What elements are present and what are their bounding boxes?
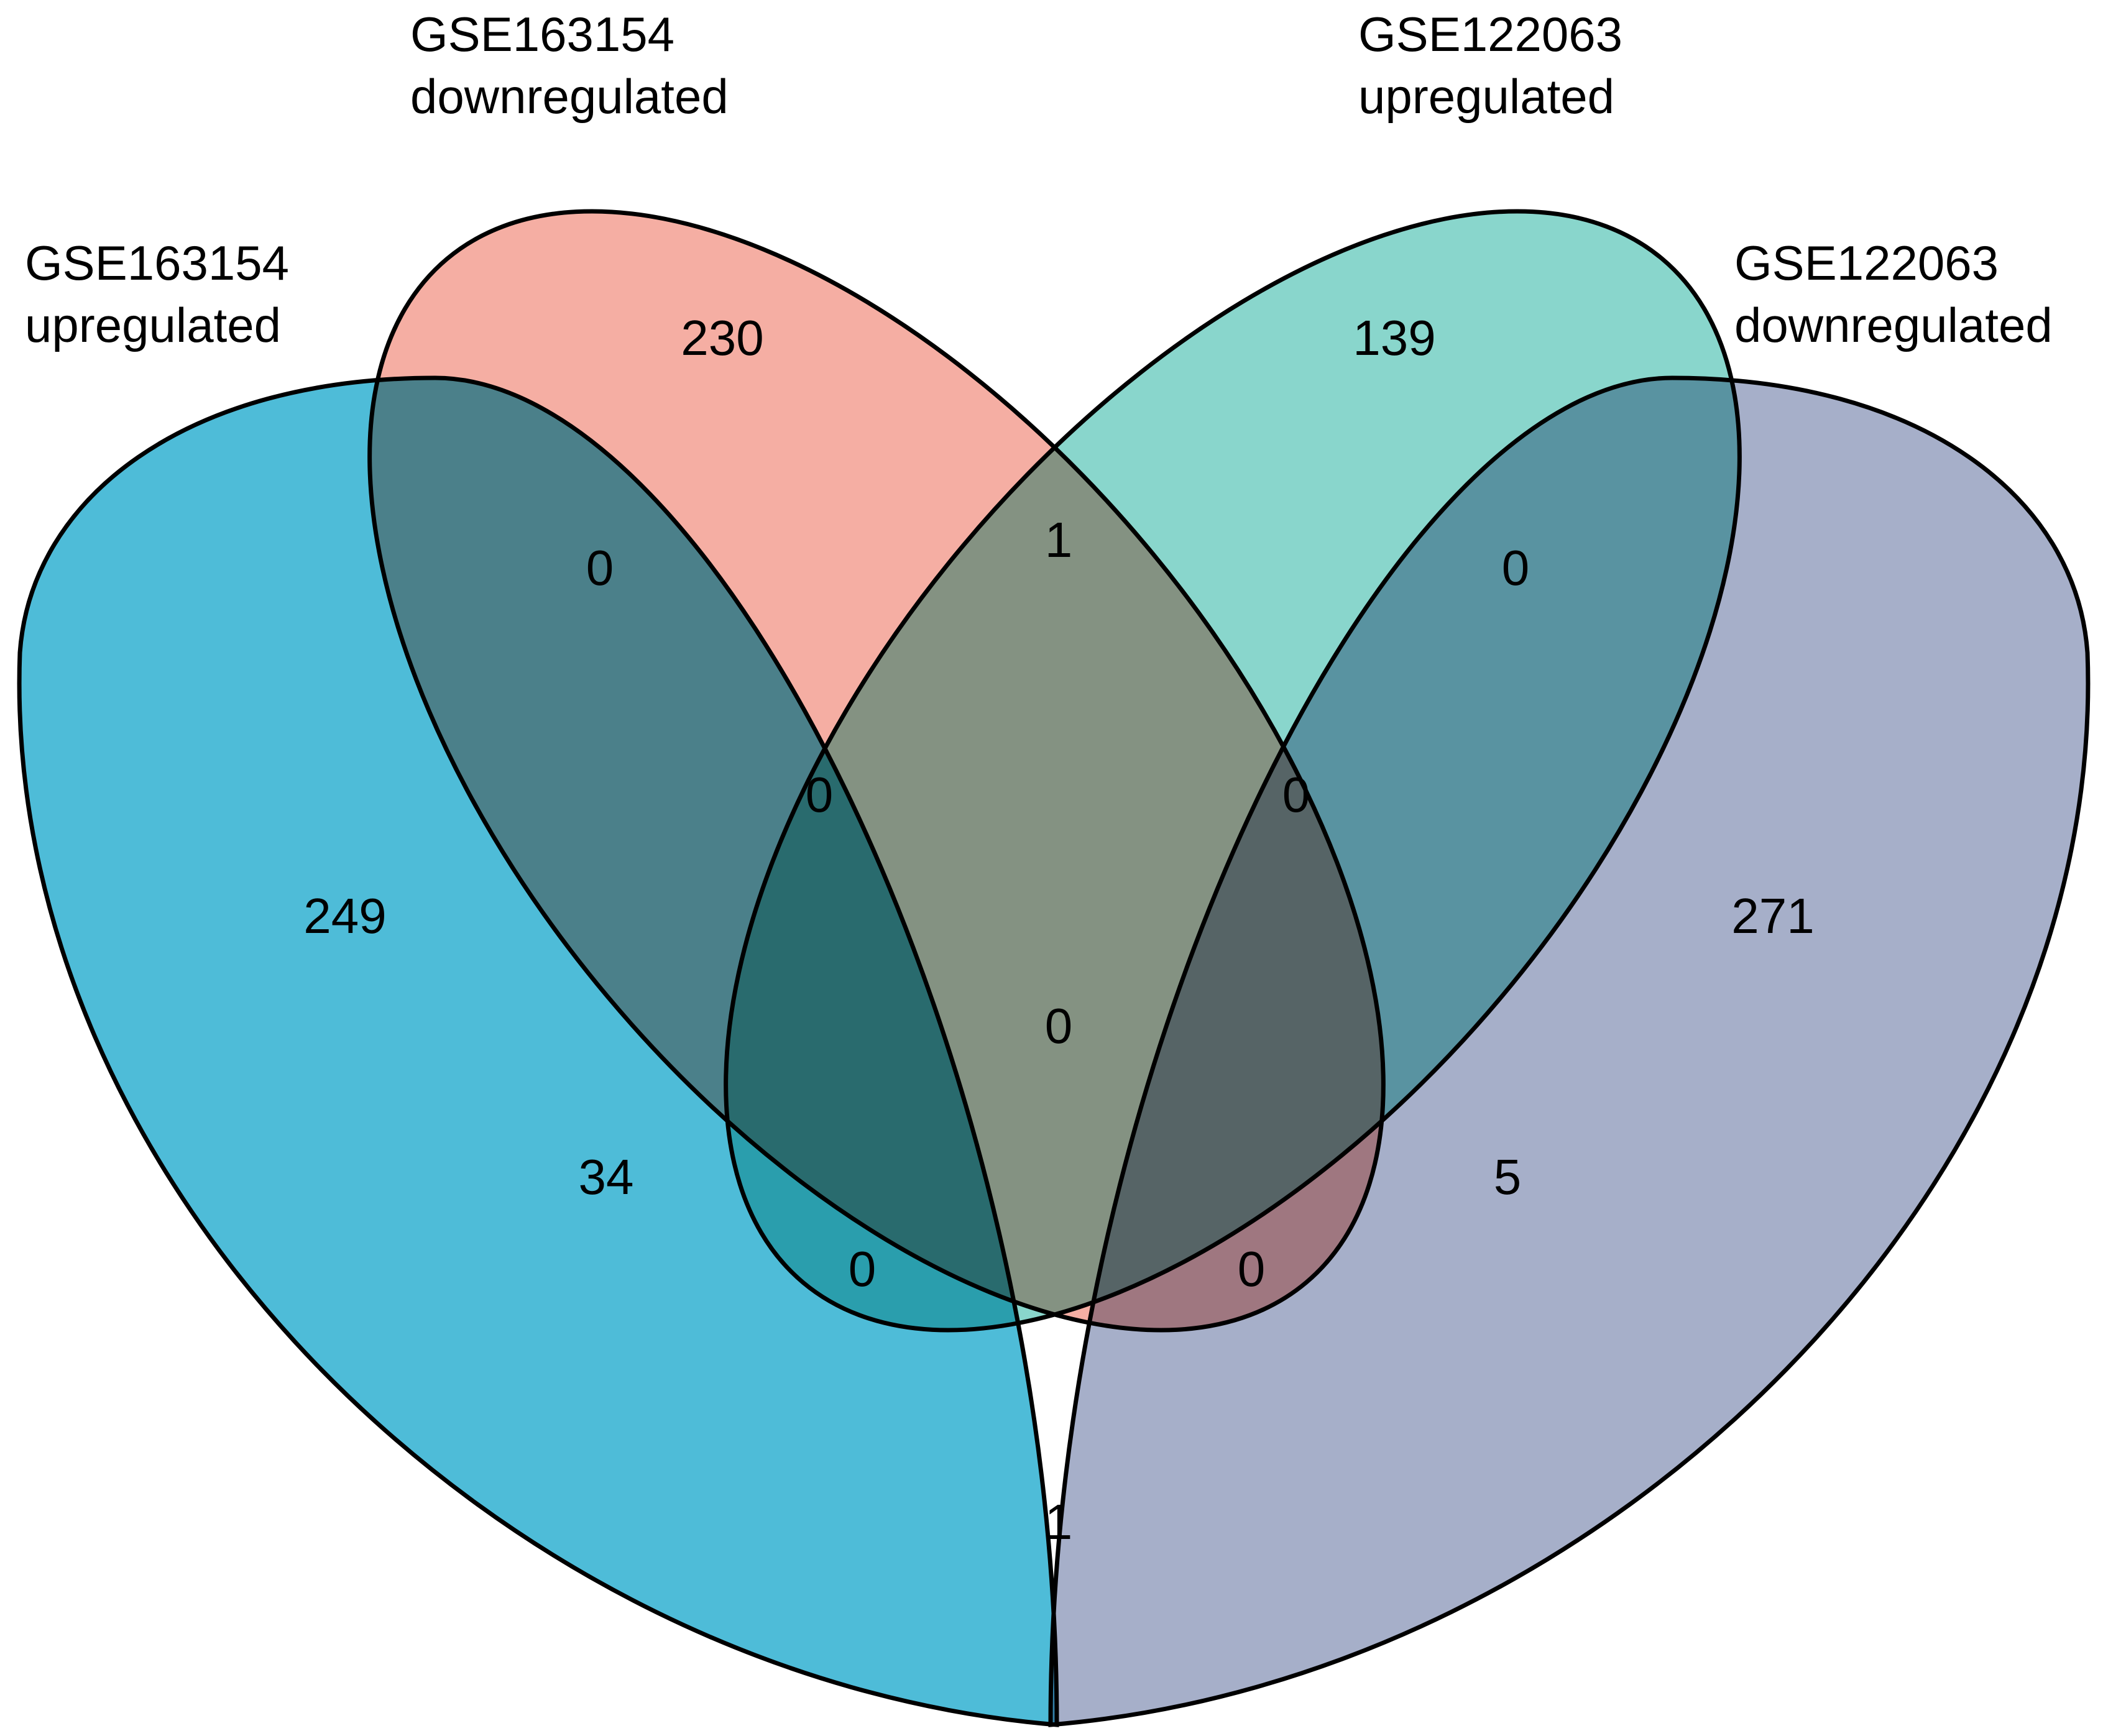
- region-count-abcd: 0: [1045, 998, 1073, 1054]
- set-label-line1: GSE122063: [1734, 236, 1999, 290]
- region-count-abc: 0: [806, 767, 834, 822]
- region-count-bd: 5: [1494, 1149, 1522, 1205]
- set-label-C: GSE122063 upregulated: [1358, 7, 1622, 124]
- set-label-line2: upregulated: [1358, 69, 1614, 124]
- set-label-line1: GSE122063: [1358, 7, 1622, 62]
- set-shapes: [17, 209, 2091, 1727]
- region-count-a: 249: [303, 888, 386, 944]
- region-count-ad: 1: [1045, 1494, 1073, 1550]
- region-count-cd: 0: [1502, 540, 1530, 595]
- set-label-D: GSE122063 downregulated: [1734, 236, 2053, 352]
- set-label-line1: GSE163154: [25, 236, 289, 290]
- region-count-ab: 0: [586, 540, 614, 595]
- region-count-bcd: 0: [1282, 767, 1310, 822]
- region-counts: 249 230 139 271 0 1 0 34 5 1 0 0 0 0 0: [303, 310, 1814, 1550]
- region-count-acd: 0: [849, 1241, 877, 1297]
- region-count-bc: 1: [1045, 512, 1073, 567]
- set-label-line2: downregulated: [1734, 298, 2053, 352]
- region-count-d: 271: [1731, 888, 1814, 944]
- set-label-B: GSE163154 downregulated: [410, 7, 729, 124]
- region-count-abd: 0: [1238, 1241, 1266, 1297]
- set-shape-C: [724, 209, 1742, 1333]
- set-label-line2: downregulated: [410, 69, 729, 124]
- set-label-A: GSE163154 upregulated: [25, 236, 289, 352]
- set-label-line2: upregulated: [25, 298, 281, 352]
- region-count-c: 139: [1353, 310, 1435, 365]
- region-count-ac: 34: [579, 1149, 634, 1205]
- region-count-b: 230: [681, 310, 763, 365]
- set-label-line1: GSE163154: [410, 7, 674, 62]
